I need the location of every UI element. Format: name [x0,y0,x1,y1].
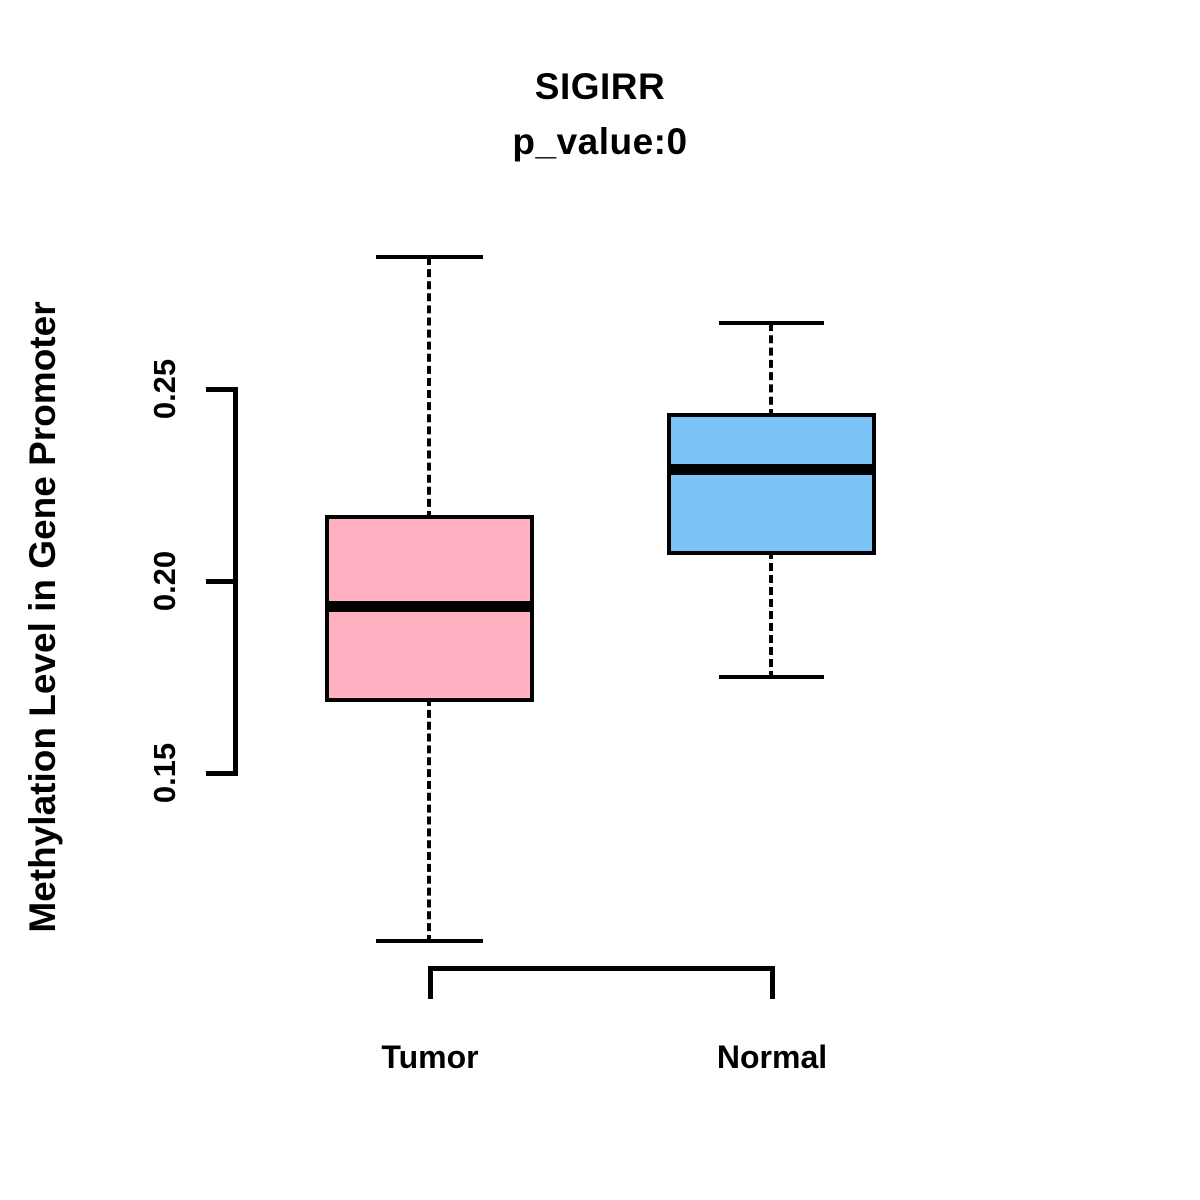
x-tick-label-tumor: Tumor [381,1039,479,1075]
x-axis-tick-tumor [428,966,433,999]
chart-subtitle-pvalue: p_value:0 [512,121,688,162]
y-axis-title-text: Methylation Level in Gene Promoter [22,301,63,933]
x-tick-label-normal: Normal [716,1039,828,1075]
y-tick-label-0.25: 0.25 [147,358,182,420]
y-axis-tick-0.25 [206,387,238,392]
y-axis-tick-0.20 [206,579,238,584]
y-axis-title: Methylation Level in Gene Promoter [20,197,66,1037]
normal-whisker-upper-cap [719,321,824,325]
normal-whisker-lower-cap [719,675,824,679]
normal-box [667,413,876,555]
normal-whisker-lower-line [769,551,773,679]
y-tick-label-0.15: 0.15 [147,742,182,804]
y-axis-tick-0.15 [206,771,238,776]
chart-title: SIGIRR [534,66,666,107]
tumor-whisker-upper-line [427,257,431,519]
normal-whisker-upper-line [769,323,773,417]
x-axis-tick-normal [770,966,775,999]
tumor-median-line [325,601,534,612]
x-axis-line [428,966,775,971]
tumor-whisker-lower-line [427,698,431,943]
normal-median-line [667,464,876,475]
tumor-whisker-lower-cap [376,939,483,943]
y-tick-label-0.20: 0.20 [147,550,182,612]
tumor-whisker-upper-cap [376,255,483,259]
